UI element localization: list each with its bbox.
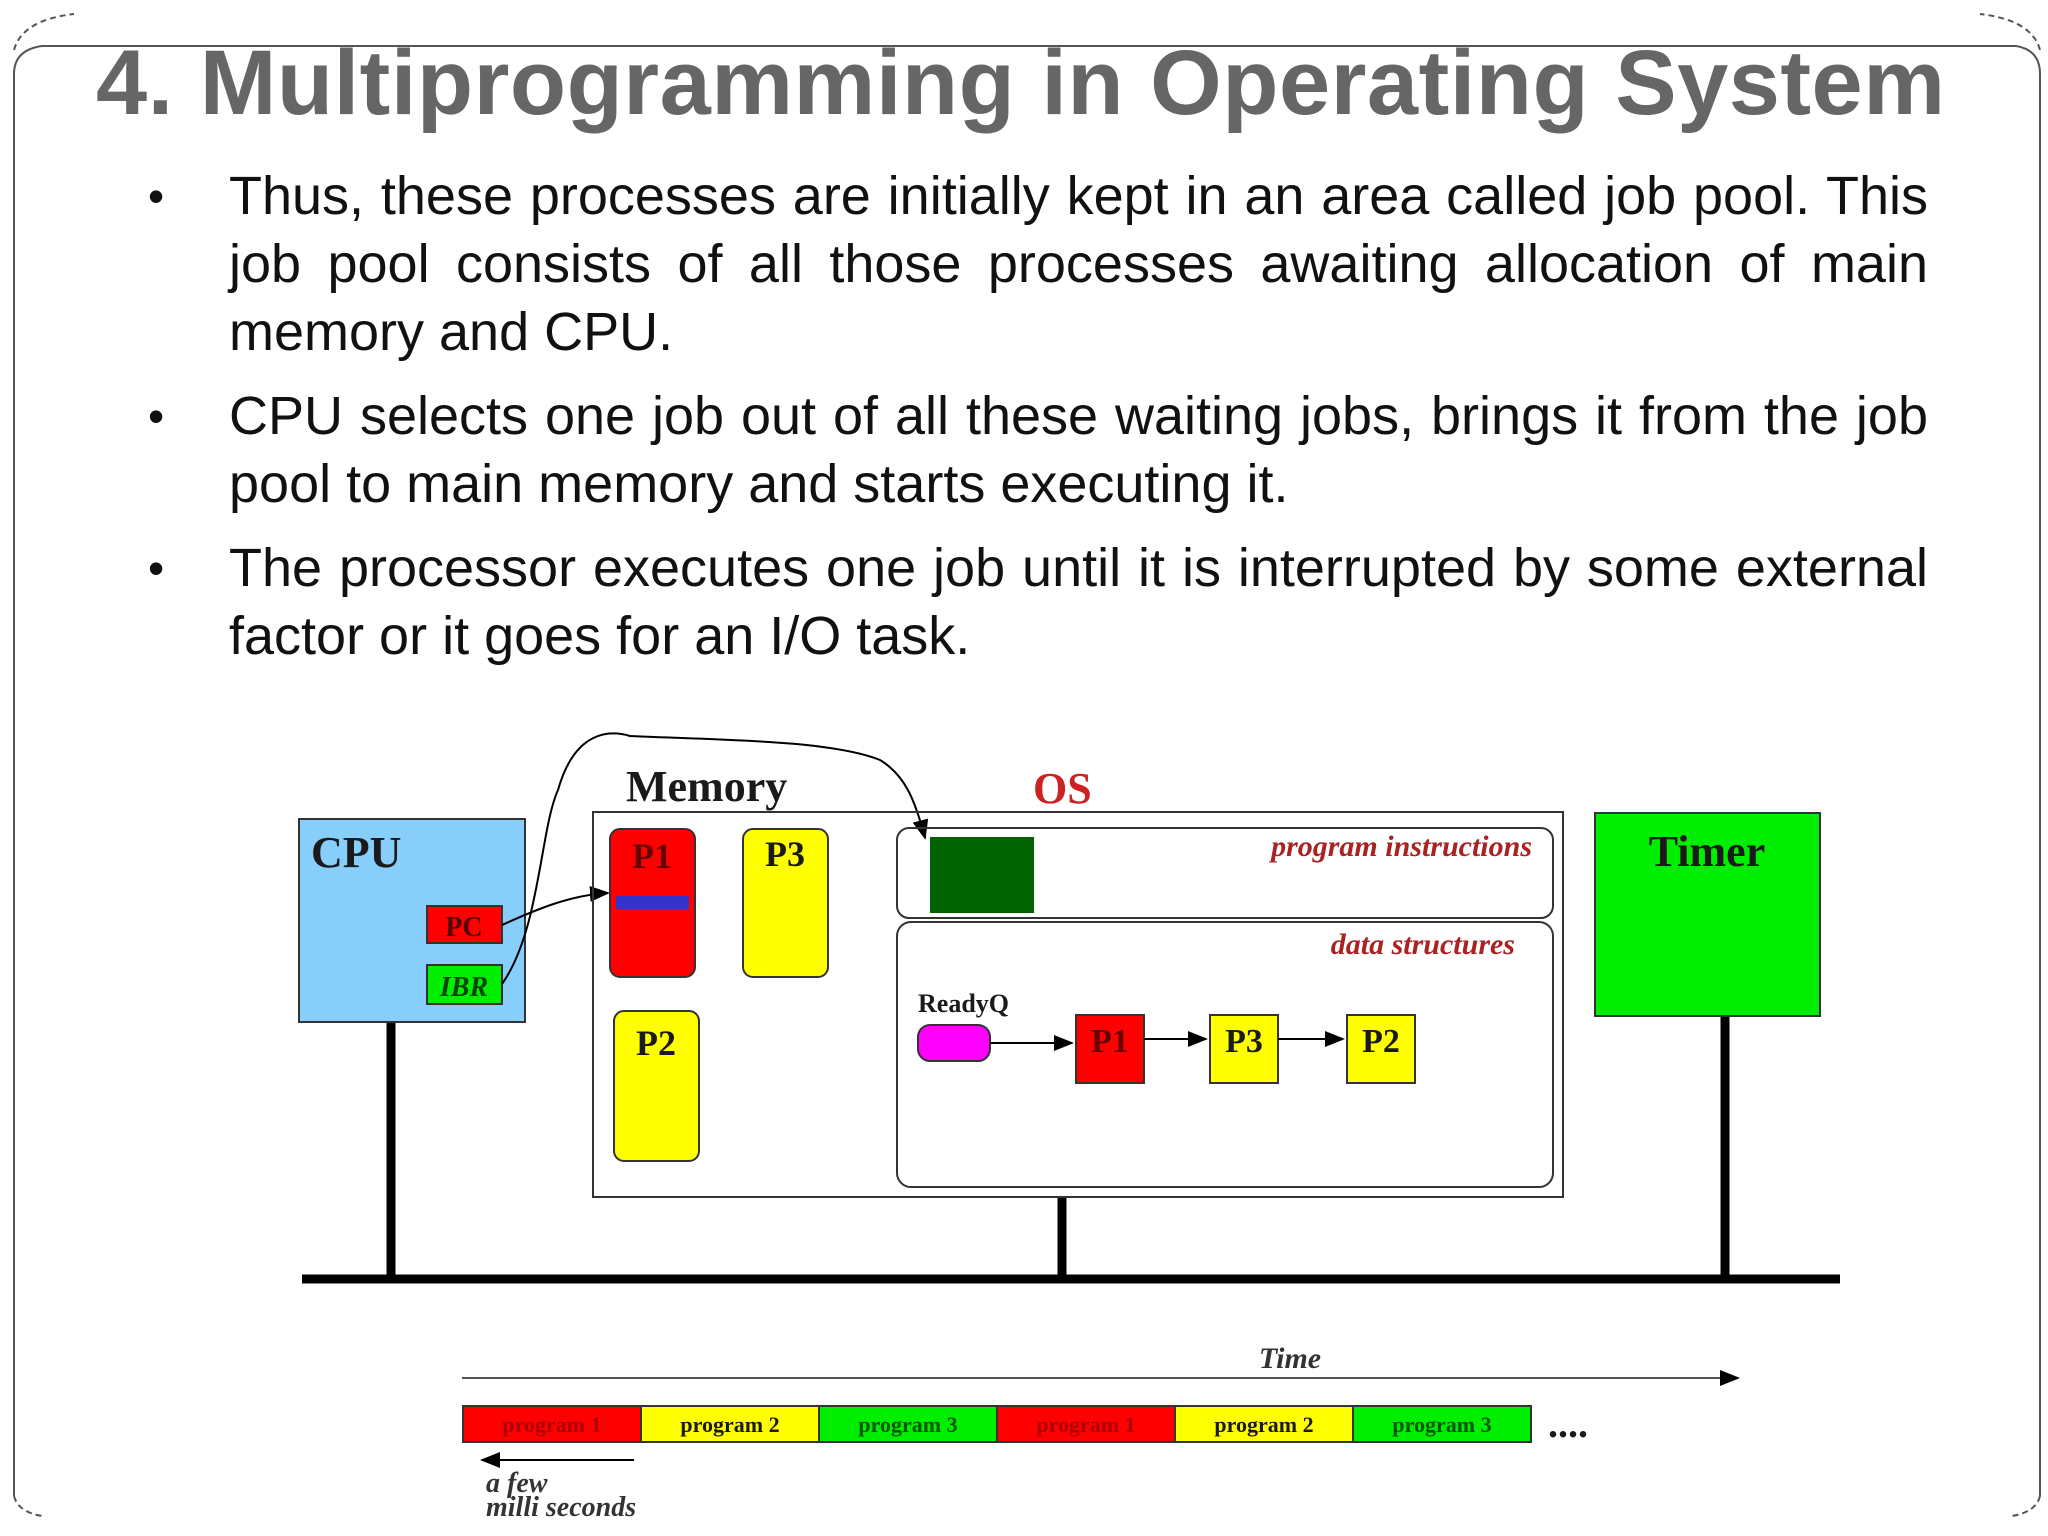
bullet-dot: • bbox=[148, 170, 165, 222]
timeline-segment bbox=[640, 1405, 820, 1443]
os-label: OS bbox=[1033, 764, 1092, 813]
memory-block-p3 bbox=[742, 828, 829, 978]
memory-block-p1-label: P1 bbox=[632, 836, 672, 876]
timeline-segment bbox=[1352, 1405, 1532, 1443]
bullet-item: • The processor executes one job until i… bbox=[140, 534, 1928, 670]
cpu-label: CPU bbox=[311, 828, 401, 877]
timeline-segment-label: program 1 bbox=[1036, 1412, 1135, 1437]
readyq-item-p3-label: P3 bbox=[1225, 1023, 1263, 1060]
timer-box bbox=[1594, 812, 1821, 1017]
data-structures-area bbox=[896, 921, 1554, 1188]
data-structures-label: data structures bbox=[1331, 928, 1515, 961]
ibr-to-os-arrow bbox=[501, 732, 929, 985]
timeline-segments: program 1 program 2 program 3 program 1 prog… bbox=[462, 1405, 1532, 1443]
pc-label: PC bbox=[445, 912, 482, 943]
timer-label: Timer bbox=[1649, 827, 1766, 876]
scale-note-line2: milli seconds bbox=[486, 1492, 636, 1523]
readyq-item-p2 bbox=[1346, 1014, 1416, 1084]
program-instructions-area bbox=[896, 827, 1554, 919]
readyq-item-p2-label: P2 bbox=[1362, 1023, 1400, 1060]
readyq-label: ReadyQ bbox=[918, 989, 1009, 1018]
timeline-segment bbox=[996, 1405, 1176, 1443]
timeline-segment bbox=[818, 1405, 998, 1443]
readyq-item-p1 bbox=[1075, 1014, 1145, 1084]
readyq-item-p3 bbox=[1209, 1014, 1279, 1084]
ibr-label: IBR bbox=[439, 972, 488, 1003]
program-instructions-block bbox=[930, 837, 1034, 913]
ibr-register bbox=[426, 964, 503, 1005]
readyq-head bbox=[917, 1024, 991, 1062]
time-label: Time bbox=[1259, 1342, 1321, 1375]
bullet-item: • Thus, these processes are initially ke… bbox=[140, 162, 1928, 366]
memory-box bbox=[592, 811, 1564, 1198]
timeline-segment-label: program 3 bbox=[1392, 1412, 1491, 1437]
bullet-item: • CPU selects one job out of all these w… bbox=[140, 382, 1928, 518]
scale-note-line1: a few bbox=[486, 1468, 548, 1499]
memory-block-p2 bbox=[613, 1010, 700, 1162]
memory-label: Memory bbox=[626, 762, 787, 811]
bullet-text: CPU selects one job out of all these wai… bbox=[229, 386, 1928, 514]
bullet-dot: • bbox=[148, 542, 165, 594]
timeline-segment bbox=[1174, 1405, 1354, 1443]
timeline-segment-label: program 1 bbox=[502, 1412, 601, 1437]
current-instruction-bar bbox=[616, 896, 689, 909]
bullet-list: • Thus, these processes are initially ke… bbox=[140, 162, 1928, 686]
timeline-segment-label: program 3 bbox=[858, 1412, 957, 1437]
slide-title: 4. Multiprogramming in Operating System bbox=[96, 32, 1946, 134]
memory-block-p2-label: P2 bbox=[636, 1023, 676, 1063]
timeline-segment-label: program 2 bbox=[1214, 1412, 1313, 1437]
bullet-dot: • bbox=[148, 390, 165, 442]
bullet-text: The processor executes one job until it … bbox=[229, 538, 1928, 666]
timeline-segment-label: program 2 bbox=[680, 1412, 779, 1437]
program-instructions-label: program instructions bbox=[1268, 830, 1532, 863]
pc-to-p1-arrow bbox=[501, 885, 610, 926]
memory-block-p3-label: P3 bbox=[765, 834, 805, 874]
bullet-text: Thus, these processes are initially kept… bbox=[229, 166, 1928, 362]
readyq-item-p1-label: P1 bbox=[1091, 1023, 1129, 1060]
timeline-ellipsis: .... bbox=[1548, 1401, 1588, 1446]
